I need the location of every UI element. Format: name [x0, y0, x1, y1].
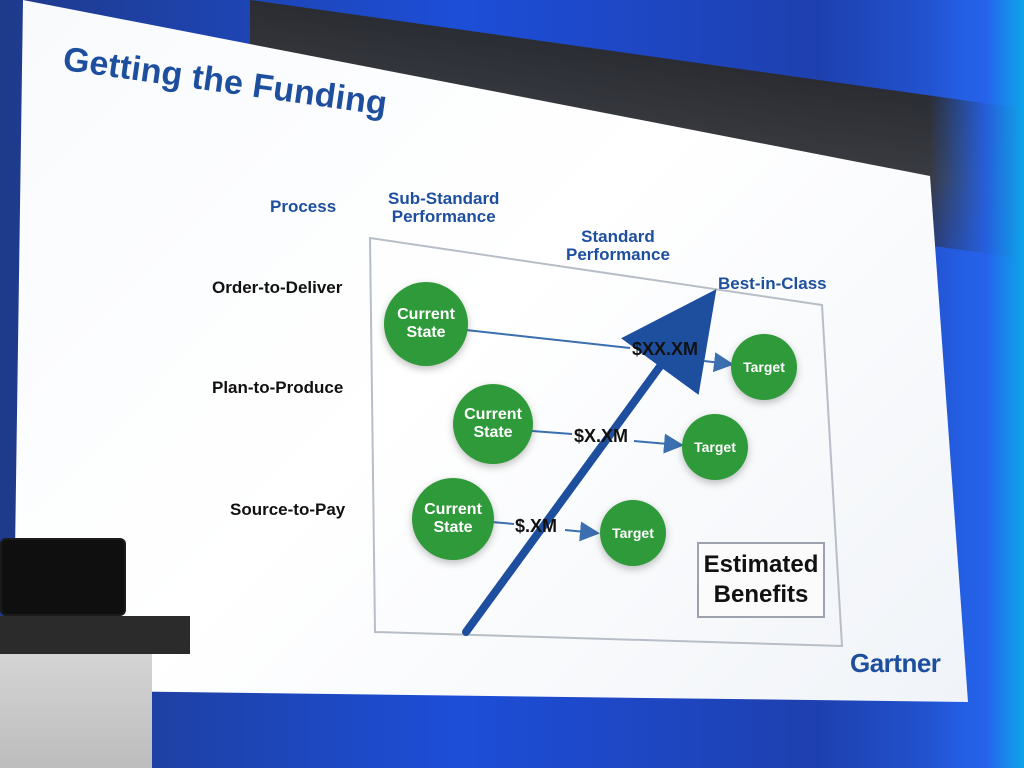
column-header-standard: Standard Performance: [566, 227, 670, 264]
current-state-label: Current State: [424, 501, 482, 536]
podium-body: [0, 654, 152, 768]
target-label: Target: [612, 525, 654, 541]
column-header-sub-standard: Sub-Standard Performance: [388, 189, 500, 226]
estimated-benefits-callout: Estimated Benefits: [697, 542, 825, 618]
current-state-circle-source-to-pay: Current State: [412, 478, 494, 560]
podium-top: [0, 616, 190, 654]
row-label-plan-to-produce: Plan-to-Produce: [212, 378, 344, 397]
row-label-source-to-pay: Source-to-Pay: [230, 500, 346, 519]
benefit-amount-plan-to-produce: $X.XM: [574, 426, 629, 446]
column-header-process: Process: [270, 197, 337, 216]
target-circle-plan-to-produce: Target: [682, 414, 748, 480]
column-header-best-in-class: Best-in-Class: [718, 274, 827, 293]
podium: [0, 538, 190, 768]
target-circle-source-to-pay: Target: [600, 500, 666, 566]
target-circle-order-to-deliver: Target: [731, 334, 797, 400]
brand-logo: Gartner: [850, 648, 941, 678]
row-label-order-to-deliver: Order-to-Deliver: [212, 278, 343, 297]
laptop: [0, 538, 126, 616]
target-label: Target: [694, 439, 736, 455]
current-state-circle-order-to-deliver: Current State: [384, 282, 468, 366]
benefit-amount-source-to-pay: $.XM: [515, 516, 558, 536]
current-state-circle-plan-to-produce: Current State: [453, 384, 533, 464]
target-label: Target: [743, 359, 785, 375]
current-state-label: Current State: [464, 406, 522, 441]
estimated-benefits-text: Estimated Benefits: [703, 551, 819, 608]
current-state-label: Current State: [397, 306, 455, 341]
benefit-amount-order-to-deliver: $XX.XM: [632, 339, 699, 359]
